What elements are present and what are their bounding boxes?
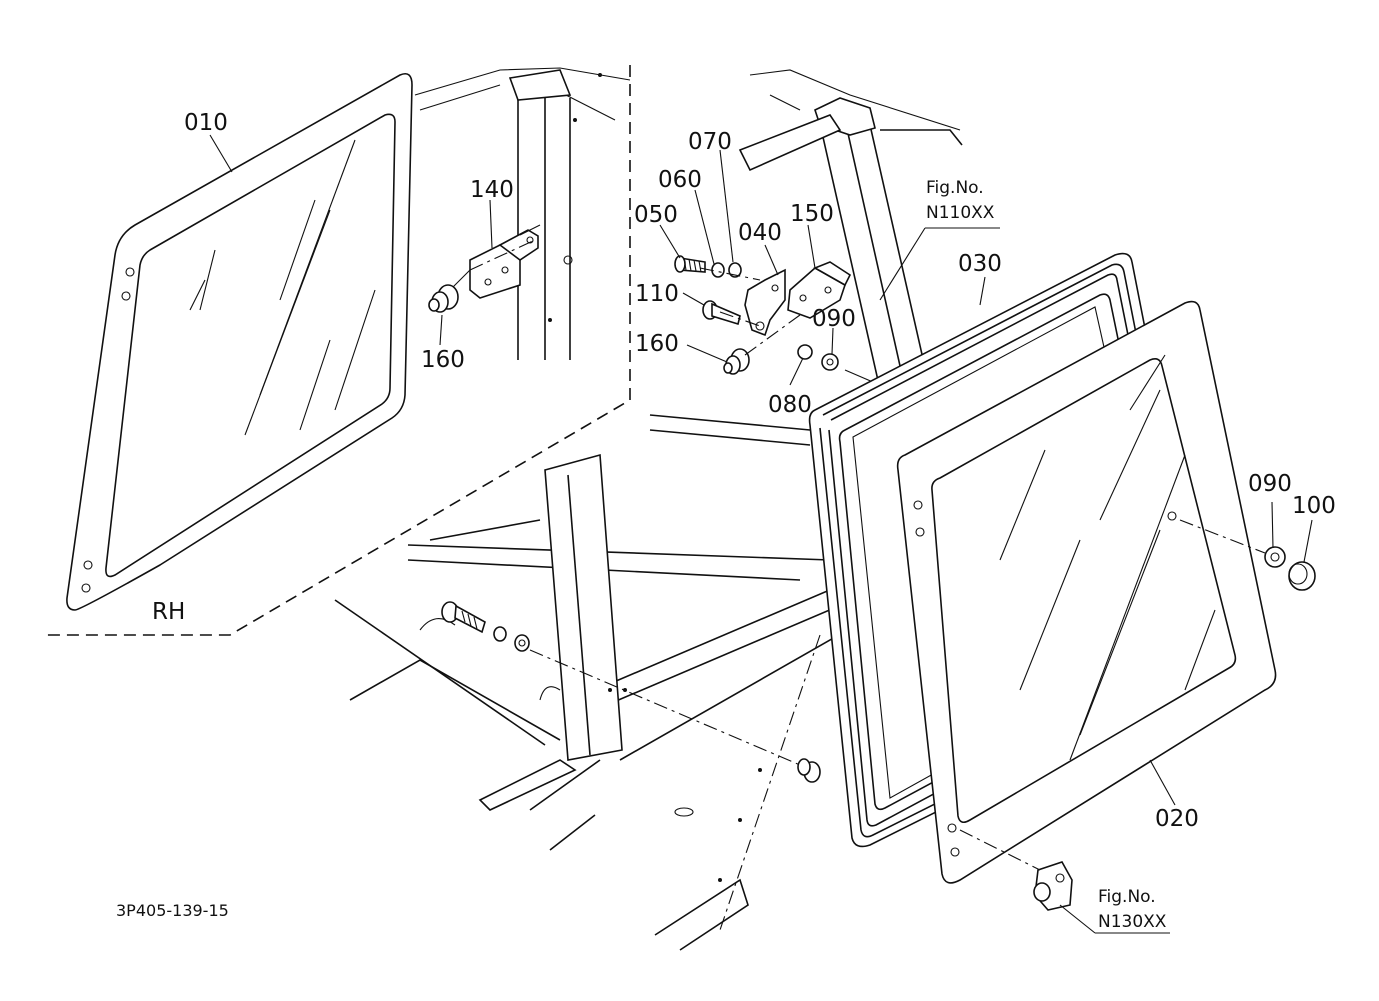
assembly-line	[1179, 519, 1266, 554]
label-160-left: 160	[421, 347, 465, 373]
washer-080	[797, 344, 813, 360]
label-060: 060	[658, 167, 702, 193]
fig-ref-number: N130XX	[1098, 912, 1167, 932]
label-030: 030	[958, 251, 1002, 277]
drawing-number: 3P405-139-15	[116, 901, 229, 920]
washer-090-lower	[1264, 546, 1286, 568]
window-glass-010	[66, 72, 413, 611]
washer-070	[728, 262, 742, 278]
door-glass-020	[896, 300, 1277, 884]
figure-ref-N110XX: Fig.No. N110XX	[926, 178, 995, 223]
grommet-160-right	[723, 348, 750, 375]
assembly-line	[719, 311, 761, 327]
assembly-line	[529, 649, 801, 766]
cap-100	[1288, 561, 1316, 591]
grommet-160-left	[428, 284, 459, 313]
hinge-150	[787, 261, 852, 319]
fig-ref-caption: Fig.No.	[926, 178, 984, 198]
label-140: 140	[470, 177, 514, 203]
label-100: 100	[1292, 493, 1336, 519]
label-150: 150	[790, 201, 834, 227]
label-090-lower: 090	[1248, 471, 1292, 497]
hinge-bracket-140	[439, 224, 541, 301]
bolt-050	[674, 255, 706, 273]
bushing-lower	[797, 758, 821, 783]
label-080: 080	[768, 392, 812, 418]
label-160-right: 160	[635, 331, 679, 357]
label-070: 070	[688, 129, 732, 155]
fig-ref-number: N110XX	[926, 203, 995, 223]
assembly-line	[699, 267, 761, 281]
frame-hole	[563, 255, 573, 265]
assembly-line	[744, 314, 801, 356]
label-050: 050	[634, 202, 678, 228]
figure-ref-N130XX: Fig.No. N130XX	[1098, 887, 1167, 932]
latch-N130XX	[1033, 861, 1073, 911]
washer-060	[711, 262, 725, 278]
latch-bolt-lower	[441, 601, 530, 652]
side-label: RH	[152, 599, 185, 625]
label-040: 040	[738, 220, 782, 246]
assembly-line	[719, 634, 821, 931]
label-020: 020	[1155, 806, 1199, 832]
part-labels: 010 140 160 070 060 050 040 150 110 160 …	[184, 110, 1336, 832]
label-010: 010	[184, 110, 228, 136]
assembly-line	[959, 829, 1041, 871]
label-110: 110	[635, 281, 679, 307]
assembly-line	[469, 239, 536, 271]
label-090-upper: 090	[812, 306, 856, 332]
leader-lines	[209, 134, 1313, 934]
washer-090-upper	[821, 353, 839, 371]
hinge-040	[744, 268, 786, 337]
fig-ref-caption: Fig.No.	[1098, 887, 1156, 907]
